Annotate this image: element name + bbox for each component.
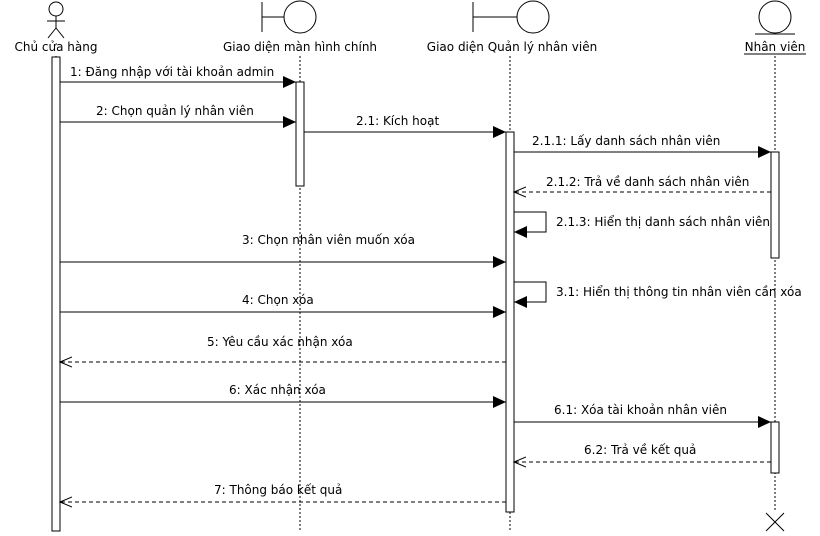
message-3-1: 3.1: Hiển thị thông tin nhân viên cần xó… (514, 281, 802, 308)
message-6-2: 6.2: Trả về kết quả (514, 443, 771, 462)
message-3: 3: Chọn nhân viên muốn xóa (60, 233, 506, 268)
entity-icon (755, 0, 795, 35)
participant-label: Giao diện Quản lý nhân viên (427, 40, 597, 54)
self-message-arrow (514, 211, 547, 238)
activation-staff-ui (505, 131, 515, 513)
activation-owner (51, 56, 61, 532)
message-7: 7: Thông báo kết quả (60, 483, 506, 502)
message-label: 3.1: Hiển thị thông tin nhân viên cần xó… (556, 285, 802, 299)
participant-main-ui: Giao diện màn hình chính (223, 0, 377, 54)
message-label: 1: Đăng nhập với tài khoản admin (70, 65, 274, 79)
boundary-icon (472, 0, 550, 34)
message-label: 2.1.3: Hiển thị danh sách nhân viên (556, 215, 770, 229)
message-2-1-1: 2.1.1: Lấy danh sách nhân viên (514, 134, 771, 158)
message-2-1-3: 2.1.3: Hiển thị danh sách nhân viên (514, 211, 770, 238)
message-6-1: 6.1: Xóa tài khoản nhân viên (514, 403, 771, 428)
message-6: 6: Xác nhận xóa (60, 383, 506, 408)
participant-staff: Nhân viên (744, 0, 806, 55)
activation-bars (51, 56, 780, 532)
message-label: 2: Chọn quản lý nhân viên (96, 104, 254, 118)
participant-owner: Chủ cửa hàng (15, 1, 98, 54)
message-label: 6.2: Trả về kết quả (584, 443, 696, 457)
boundary-icon (261, 0, 317, 34)
participant-label: Nhân viên (745, 40, 806, 54)
participant-label: Giao diện màn hình chính (223, 40, 377, 54)
message-label: 4: Chọn xóa (242, 293, 314, 307)
destroy-marker (765, 512, 785, 532)
message-2-1-2: 2.1.2: Trả về danh sách nhân viên (514, 175, 771, 192)
participant-staff-ui: Giao diện Quản lý nhân viên (427, 0, 597, 54)
message-label: 3: Chọn nhân viên muốn xóa (242, 233, 415, 247)
message-1: 1: Đăng nhập với tài khoản admin (60, 65, 296, 88)
activation-staff-2 (770, 421, 780, 474)
message-label: 7: Thông báo kết quả (214, 483, 342, 497)
message-label: 2.1.1: Lấy danh sách nhân viên (532, 134, 720, 148)
activation-staff-1 (770, 151, 780, 259)
self-message-arrow (514, 281, 547, 308)
message-label: 2.1: Kích hoạt (356, 114, 439, 128)
message-label: 6.1: Xóa tài khoản nhân viên (554, 403, 727, 417)
message-label: 5: Yêu cầu xác nhận xóa (207, 335, 353, 349)
activation-main-ui (295, 81, 305, 187)
message-label: 6: Xác nhận xóa (229, 383, 326, 397)
message-2: 2: Chọn quản lý nhân viên (60, 104, 296, 128)
message-label: 2.1.2: Trả về danh sách nhân viên (546, 175, 749, 189)
message-4: 4: Chọn xóa (60, 293, 506, 318)
participant-label: Chủ cửa hàng (15, 40, 98, 54)
actor-icon (47, 1, 65, 39)
message-2-1: 2.1: Kích hoạt (304, 114, 506, 138)
message-5: 5: Yêu cầu xác nhận xóa (60, 335, 506, 362)
